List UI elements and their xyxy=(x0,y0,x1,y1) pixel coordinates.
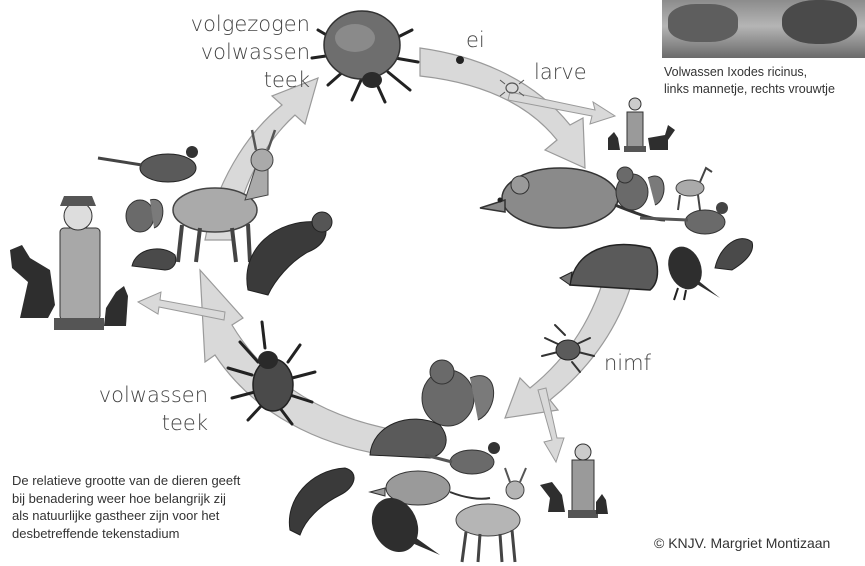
dog-icon xyxy=(10,245,55,318)
squirrel-icon xyxy=(616,167,664,210)
deer-icon xyxy=(456,468,526,562)
engorged-tick-icon xyxy=(312,11,418,102)
cat-icon xyxy=(596,494,608,514)
label-nymph: nimf xyxy=(604,349,651,377)
hunter-icon xyxy=(568,444,598,518)
ferret-icon xyxy=(247,212,332,295)
footnote-line2: bij benadering weer hoe belangrijk zij xyxy=(12,490,302,508)
blackbird-icon xyxy=(662,242,720,300)
label-engorged-line1: volgezogen xyxy=(150,10,310,38)
credit: © KNJV. Margriet Montizaan xyxy=(654,535,830,552)
hedgehog-icon xyxy=(132,249,176,270)
footnote-line1: De relatieve grootte van de dieren geeft xyxy=(12,472,302,490)
footnote: De relatieve grootte van de dieren geeft… xyxy=(12,472,302,542)
hedgehog-icon xyxy=(560,245,658,290)
label-egg: ei xyxy=(466,26,485,54)
photo-caption-line2: links mannetje, rechts vrouwtje xyxy=(664,81,864,98)
hedgehog-icon xyxy=(370,419,446,458)
ferret-icon xyxy=(715,239,753,270)
label-adult: volwassen teek xyxy=(90,381,208,437)
cat-icon xyxy=(104,286,128,326)
label-larva: larve xyxy=(534,58,587,86)
photo-caption-line1: Volwassen Ixodes ricinus, xyxy=(664,64,864,81)
label-engorged-line2: volwassen teek xyxy=(150,38,310,94)
photo-caption: Volwassen Ixodes ricinus, links mannetje… xyxy=(664,64,864,98)
footnote-line4: desbetreffende tekenstadium xyxy=(12,525,302,543)
label-engorged-adult: volgezogen volwassen teek xyxy=(150,10,310,94)
cat-icon xyxy=(608,132,620,150)
deer-icon xyxy=(676,168,712,210)
label-adult-line1: volwassen xyxy=(90,381,208,409)
arrow-nymph-to-adult xyxy=(200,270,385,455)
dog-icon xyxy=(540,482,565,512)
egg-dot xyxy=(456,56,464,64)
pheasant-icon xyxy=(640,202,728,234)
hunter-icon xyxy=(54,196,104,330)
pheasant-icon xyxy=(98,146,198,182)
hunter-icon xyxy=(624,98,646,152)
dog-icon xyxy=(648,125,675,150)
footnote-line3: als natuurlijke gastheer zijn voor het xyxy=(12,507,302,525)
label-adult-line2: teek xyxy=(90,409,208,437)
squirrel-icon xyxy=(126,199,163,232)
squirrel-icon xyxy=(422,360,494,426)
